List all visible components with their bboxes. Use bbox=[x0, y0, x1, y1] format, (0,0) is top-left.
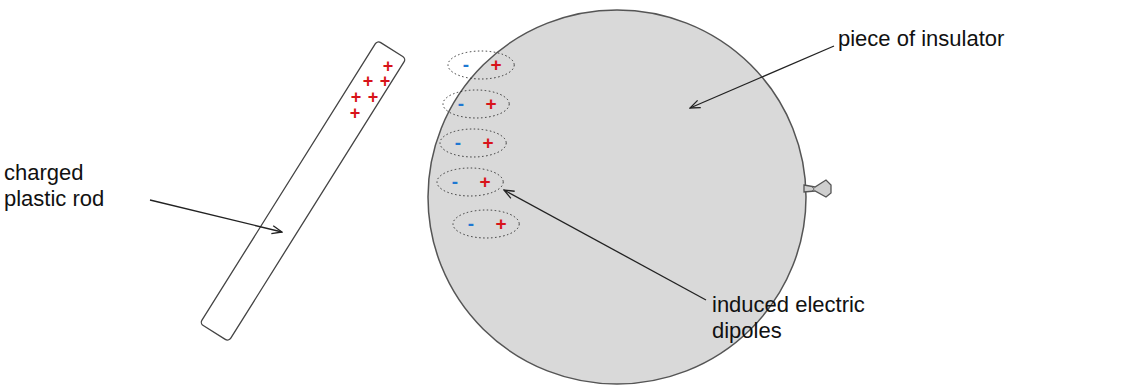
leader-arrow bbox=[150, 200, 282, 232]
balloon-knot bbox=[804, 180, 831, 197]
dipole-ellipse: -+ bbox=[442, 89, 510, 119]
dipole-outline bbox=[439, 128, 507, 158]
dipole-outline bbox=[452, 209, 520, 239]
positive-charge: + bbox=[479, 172, 490, 191]
negative-charge: - bbox=[452, 172, 458, 191]
plastic-rod bbox=[200, 40, 406, 341]
leader-arrow bbox=[690, 46, 834, 108]
dipoles-label: induced electric dipoles bbox=[712, 292, 902, 345]
knot-detail bbox=[812, 187, 814, 191]
dipole-outline bbox=[447, 50, 515, 80]
positive-charge: + bbox=[490, 55, 501, 74]
negative-charge: - bbox=[458, 94, 464, 113]
dipole-ellipse: -+ bbox=[436, 167, 504, 197]
dipole-outline bbox=[442, 89, 510, 119]
dipole-ellipse: -+ bbox=[447, 50, 515, 80]
rod-charge: + bbox=[380, 72, 391, 90]
dipole-ellipse: -+ bbox=[452, 209, 520, 239]
rod-charge: + bbox=[368, 88, 379, 106]
rod-charge: + bbox=[350, 104, 361, 122]
positive-charge: + bbox=[495, 214, 506, 233]
positive-charge: + bbox=[482, 133, 493, 152]
dipole-outline bbox=[436, 167, 504, 197]
insulator-label: piece of insulator bbox=[838, 26, 1098, 52]
rod-label: charged plastic rod bbox=[4, 160, 132, 213]
dipole-ellipse: -+ bbox=[439, 128, 507, 158]
negative-charge: - bbox=[455, 133, 461, 152]
leader-arrow bbox=[504, 190, 706, 300]
positive-charge: + bbox=[485, 94, 496, 113]
negative-charge: - bbox=[463, 55, 469, 74]
negative-charge: - bbox=[468, 214, 474, 233]
